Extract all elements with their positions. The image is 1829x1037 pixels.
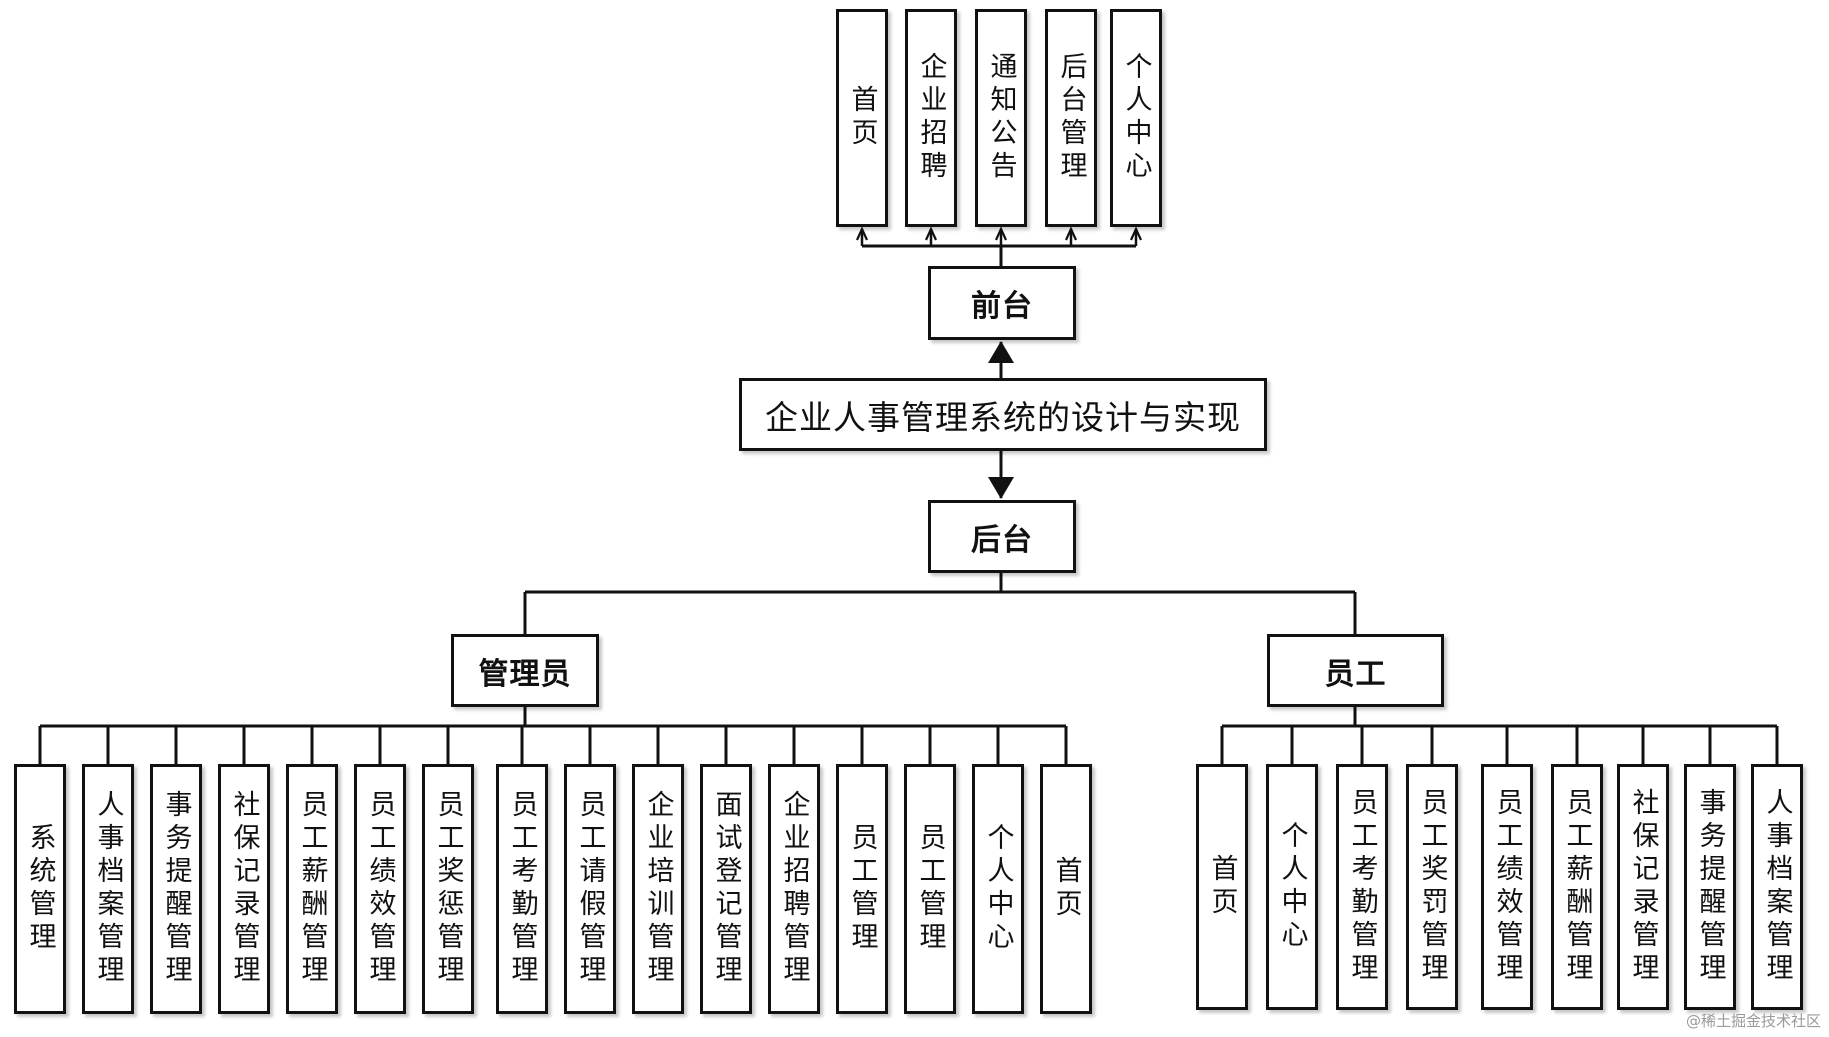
- backend-label: 后台: [971, 522, 1033, 558]
- watermark: @稀土掘金技术社区: [1685, 1012, 1821, 1030]
- admin-item: 员工管理: [904, 764, 956, 1014]
- admin-box: 管理员: [451, 634, 599, 707]
- employee-item: 事务提醒管理: [1684, 764, 1736, 1010]
- frontend-box: 前台: [928, 266, 1076, 340]
- admin-item: 企业招聘管理: [768, 764, 820, 1014]
- admin-item: 个人中心: [972, 764, 1024, 1014]
- admin-item: 员工考勤管理: [496, 764, 548, 1014]
- backend-box: 后台: [928, 500, 1076, 573]
- admin-item: 员工薪酬管理: [286, 764, 338, 1014]
- frontend-item: 首页: [836, 9, 888, 227]
- employee-box: 员工: [1267, 634, 1444, 707]
- admin-item: 企业培训管理: [632, 764, 684, 1014]
- admin-item: 员工奖惩管理: [422, 764, 474, 1014]
- admin-item: 首页: [1040, 764, 1092, 1014]
- root-title-box: 企业人事管理系统的设计与实现: [739, 378, 1267, 451]
- frontend-item: 个人中心: [1110, 9, 1162, 227]
- admin-item: 人事档案管理: [82, 764, 134, 1014]
- employee-item: 员工绩效管理: [1481, 764, 1533, 1010]
- frontend-item: 后台管理: [1045, 9, 1097, 227]
- root-title: 企业人事管理系统的设计与实现: [765, 397, 1241, 437]
- employee-item: 人事档案管理: [1751, 764, 1803, 1010]
- admin-item: 员工管理: [836, 764, 888, 1014]
- admin-label: 管理员: [478, 656, 572, 692]
- admin-item: 员工请假管理: [564, 764, 616, 1014]
- frontend-item: 通知公告: [975, 9, 1027, 227]
- employee-item: 员工薪酬管理: [1551, 764, 1603, 1010]
- admin-item: 面试登记管理: [700, 764, 752, 1014]
- admin-item: 系统管理: [14, 764, 66, 1014]
- admin-item: 事务提醒管理: [150, 764, 202, 1014]
- employee-item: 首页: [1196, 764, 1248, 1010]
- employee-item: 员工考勤管理: [1336, 764, 1388, 1010]
- frontend-label: 前台: [971, 289, 1033, 324]
- frontend-item: 企业招聘: [905, 9, 957, 227]
- employee-item: 社保记录管理: [1617, 764, 1669, 1010]
- employee-item: 个人中心: [1266, 764, 1318, 1010]
- employee-item: 员工奖罚管理: [1406, 764, 1458, 1010]
- employee-label: 员工: [1324, 656, 1387, 692]
- admin-item: 员工绩效管理: [354, 764, 406, 1014]
- admin-item: 社保记录管理: [218, 764, 270, 1014]
